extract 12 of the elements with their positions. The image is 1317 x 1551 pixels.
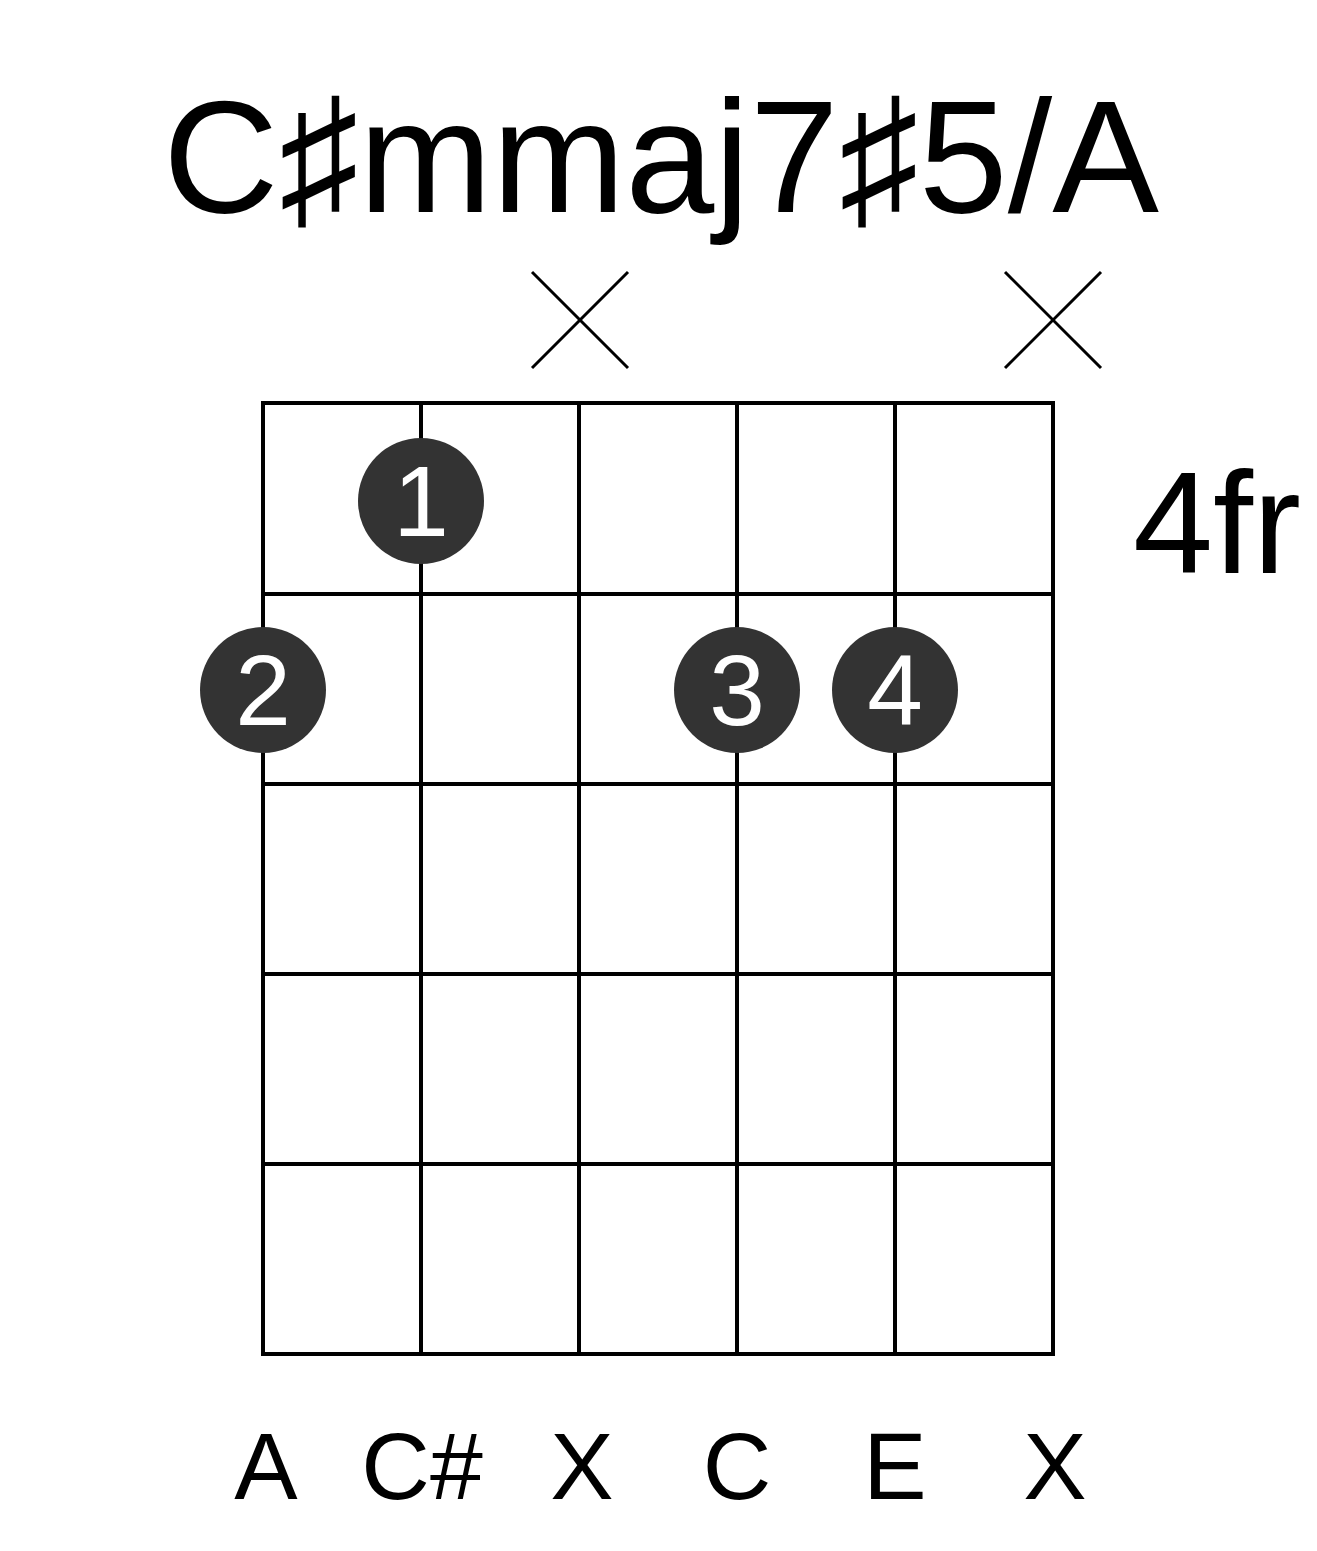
note-name: E bbox=[863, 1419, 927, 1514]
note-name: A bbox=[234, 1419, 298, 1514]
fret-number: 4fr bbox=[1133, 452, 1301, 596]
muted-string-label: X bbox=[1023, 1419, 1087, 1514]
muted-string-label: X bbox=[550, 1419, 614, 1514]
finger-number: 2 bbox=[235, 640, 291, 740]
chord-title: C♯mmaj7♯5/A bbox=[163, 66, 1159, 248]
finger-number: 4 bbox=[867, 640, 923, 740]
note-name: C bbox=[702, 1419, 772, 1514]
finger-number: 3 bbox=[709, 640, 765, 740]
note-name: C# bbox=[361, 1419, 483, 1514]
finger-number: 1 bbox=[393, 451, 449, 551]
